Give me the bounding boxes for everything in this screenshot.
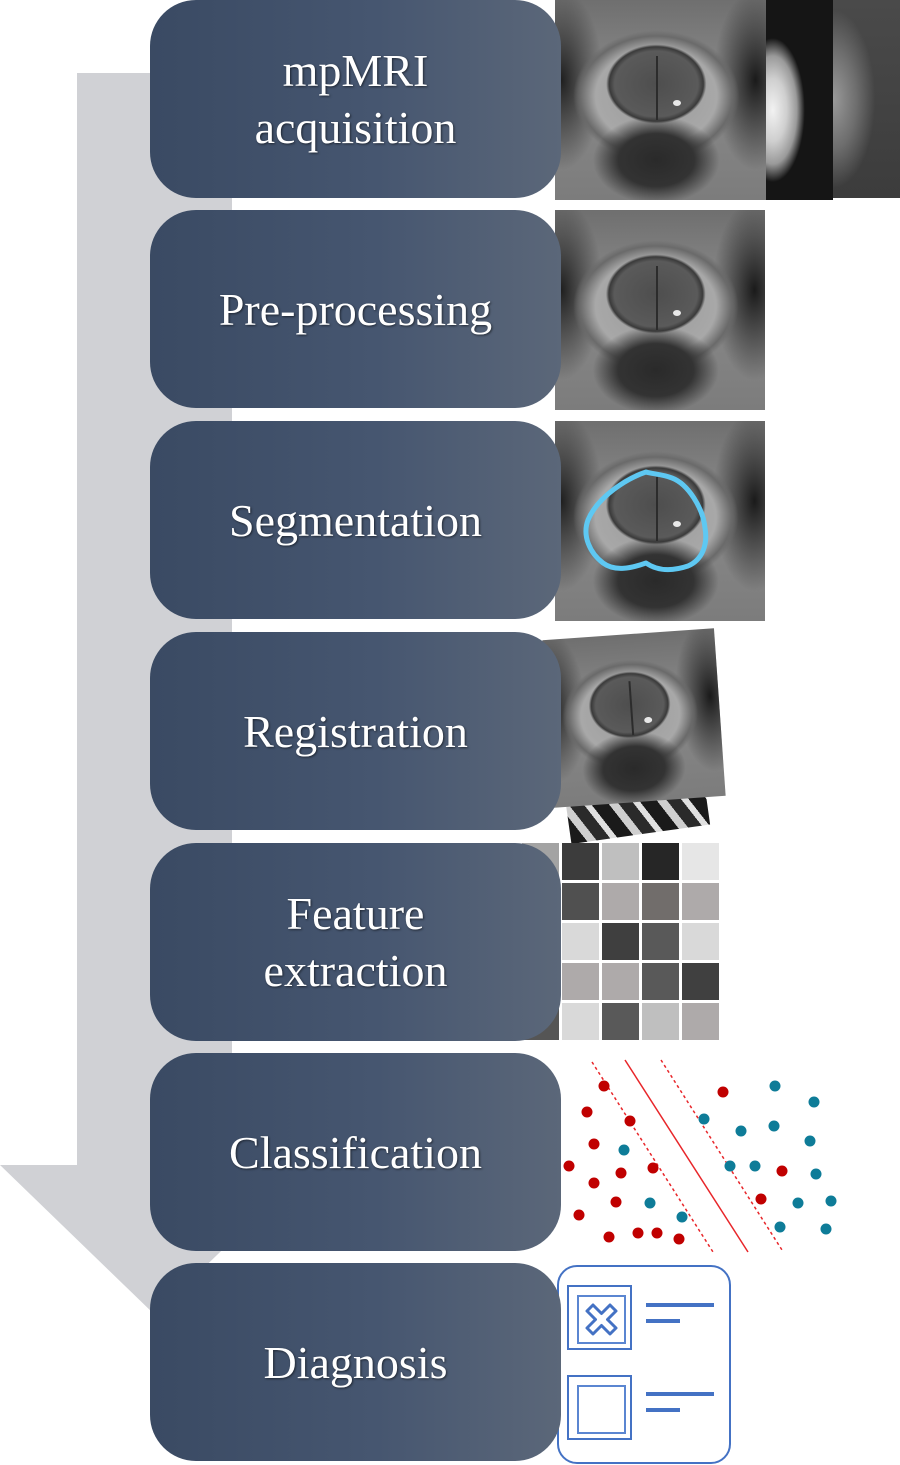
scatter-point-class-b [749, 1160, 761, 1172]
feature-cell [562, 963, 599, 1000]
step-label: Feature extraction [263, 888, 448, 996]
scatter-point-class-b [644, 1197, 656, 1209]
feature-cell [562, 923, 599, 960]
scatter-point-class-a [573, 1209, 585, 1221]
svm-margin-left [591, 1061, 714, 1253]
feature-cell [562, 843, 599, 880]
scatter-point-class-a [588, 1138, 600, 1150]
feature-cell [642, 1003, 679, 1040]
scatter-point-class-b [724, 1160, 736, 1172]
scatter-point-class-b [804, 1135, 816, 1147]
step-segmentation: Segmentation [150, 421, 561, 619]
scatter-point-class-a [755, 1193, 767, 1205]
svm-margin-right [660, 1059, 783, 1251]
feature-cell [602, 923, 639, 960]
report-line [646, 1392, 714, 1396]
feature-cell [682, 923, 719, 960]
scatter-point-class-b [768, 1120, 780, 1132]
step-registration: Registration [150, 632, 561, 830]
feature-cell [602, 1003, 639, 1040]
checkbox-inner-frame [577, 1385, 626, 1434]
step-classification: Classification [150, 1053, 561, 1251]
feature-cell [682, 1003, 719, 1040]
scatter-point-class-a [563, 1160, 575, 1172]
feature-cell [682, 843, 719, 880]
feature-cell [602, 883, 639, 920]
scatter-point-class-b [820, 1223, 832, 1235]
report-line [646, 1303, 714, 1307]
scatter-point-class-b [769, 1080, 781, 1092]
scatter-point-class-b [808, 1096, 820, 1108]
feature-cell [642, 963, 679, 1000]
step-acquisition: mpMRI acquisition [150, 0, 561, 198]
scatter-point-class-a [673, 1233, 685, 1245]
diagnosis-report-card [557, 1265, 731, 1464]
lesion-spot [672, 310, 681, 316]
feature-cell [562, 883, 599, 920]
adc-map-image [766, 0, 833, 200]
scatter-point-class-b [618, 1144, 630, 1156]
report-line-short [646, 1319, 680, 1323]
scatter-point-class-b [735, 1125, 747, 1137]
step-feature-extraction: Feature extraction [150, 843, 561, 1041]
feature-cell [642, 843, 679, 880]
scatter-point-class-b [810, 1168, 822, 1180]
feature-cell [562, 1003, 599, 1040]
scatter-point-class-b [698, 1113, 710, 1125]
scatter-point-class-a [776, 1165, 788, 1177]
scatter-point-class-a [624, 1115, 636, 1127]
checkbox-positive [567, 1285, 632, 1350]
feature-cell [602, 843, 639, 880]
scatter-point-class-b [676, 1211, 688, 1223]
report-line-short [646, 1408, 680, 1412]
feature-cell [642, 923, 679, 960]
t2w-mri-image [555, 0, 766, 200]
scatter-point-class-a [651, 1227, 663, 1239]
step-diagnosis: Diagnosis [150, 1263, 561, 1461]
scatter-point-class-a [603, 1231, 615, 1243]
checkbox-inner-frame [577, 1295, 626, 1344]
lesion-spot [673, 100, 682, 106]
svm-decision-boundary [624, 1059, 749, 1253]
scatter-point-class-a [717, 1086, 729, 1098]
scatter-point-class-a [598, 1080, 610, 1092]
step-label: Classification [229, 1126, 482, 1178]
scatter-point-class-a [581, 1106, 593, 1118]
scatter-point-class-a [588, 1177, 600, 1189]
feature-cell [682, 963, 719, 1000]
scatter-point-class-b [792, 1197, 804, 1209]
feature-cell [602, 963, 639, 1000]
scatter-point-class-b [825, 1195, 837, 1207]
scatter-point-class-a [615, 1167, 627, 1179]
svm-points [563, 1080, 837, 1245]
scatter-point-class-a [610, 1196, 622, 1208]
scatter-point-class-a [647, 1162, 659, 1174]
step-preprocessing: Pre-processing [150, 210, 561, 408]
step-label: Registration [243, 705, 468, 757]
feature-cell [642, 883, 679, 920]
x-mark-icon [585, 1303, 618, 1336]
step-label: Segmentation [229, 494, 482, 546]
feature-cell [682, 883, 719, 920]
step-label: Pre-processing [218, 283, 493, 335]
step-label: Diagnosis [263, 1336, 448, 1388]
checkbox-negative [567, 1375, 632, 1440]
scatter-point-class-a [632, 1227, 644, 1239]
dwi-image [833, 0, 900, 198]
preprocessed-mri-image [555, 210, 765, 410]
step-label: mpMRI acquisition [254, 45, 457, 153]
gland-midline [656, 56, 659, 120]
gland-midline [655, 266, 658, 330]
scatter-point-class-b [774, 1221, 786, 1233]
